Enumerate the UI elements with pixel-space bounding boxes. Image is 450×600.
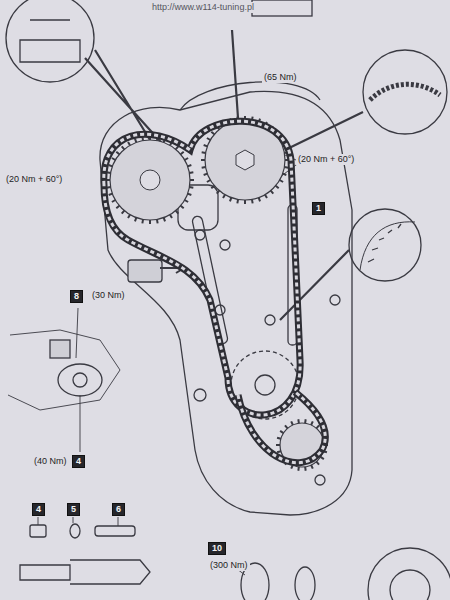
cover-bolt (315, 475, 325, 485)
damper-scale (360, 222, 415, 270)
torque-value: (40 Nm) (32, 456, 69, 467)
right-camshaft-hex (236, 150, 254, 170)
tensioner-body (50, 340, 70, 358)
detail-housing (8, 330, 120, 410)
callout-number: 6 (112, 503, 125, 516)
rail-bolt (265, 315, 275, 325)
torque-value: (65 Nm) (262, 72, 299, 83)
callout-number: 1 (312, 202, 325, 215)
leader-line (38, 517, 118, 526)
crank-hub (255, 375, 275, 395)
torque-value: (20 Nm + 60°) (4, 174, 64, 185)
left-camshaft-hub (140, 170, 160, 190)
detail-circle-left (6, 0, 94, 82)
timing-chain (238, 392, 325, 463)
left-camshaft-sprocket (110, 140, 190, 220)
top-detail-shaft (252, 0, 312, 16)
left-camshaft-hub (140, 170, 160, 190)
sprocket-teeth (106, 136, 194, 224)
right-camshaft-hex (236, 150, 254, 170)
callout-number: 4 (72, 455, 85, 468)
torque-value: (30 Nm) (90, 290, 127, 301)
degree-ticks (368, 224, 401, 262)
watermark: http://www.w114-tuning.pl (150, 2, 256, 13)
cover-bolt (194, 389, 206, 401)
detail-chain-mark (370, 84, 440, 100)
crank-ring (295, 567, 315, 600)
detail-left-part (20, 20, 80, 62)
chain-links (238, 392, 325, 463)
detail-circle-right (363, 50, 447, 134)
leader-line (85, 30, 363, 320)
torque-value: (300 Nm) (208, 560, 250, 571)
callout-number: 4 (32, 503, 45, 516)
rail-bolt (195, 230, 205, 240)
chain-links (104, 121, 300, 415)
chain-tensioner (128, 260, 162, 282)
vibration-damper (368, 548, 450, 600)
tensioner-plug (58, 364, 102, 396)
rail-bolt (220, 240, 230, 250)
callout-number: 10 (208, 542, 226, 555)
plug-hex (73, 373, 87, 387)
damper-hub (390, 570, 430, 600)
callout-number: 8 (70, 290, 83, 303)
pin-part (95, 526, 135, 536)
timing-chain (104, 121, 300, 415)
detail-circle-timing-mark (349, 209, 421, 281)
leader-line (76, 308, 80, 452)
washer-part (70, 524, 80, 538)
torque-value: (20 Nm + 60°) (296, 154, 356, 165)
callout-number: 5 (67, 503, 80, 516)
seal-ring-part (30, 525, 46, 537)
cylinder-head-edge (180, 82, 320, 110)
cover-bolt (330, 295, 340, 305)
bolt-assembly (20, 560, 150, 584)
